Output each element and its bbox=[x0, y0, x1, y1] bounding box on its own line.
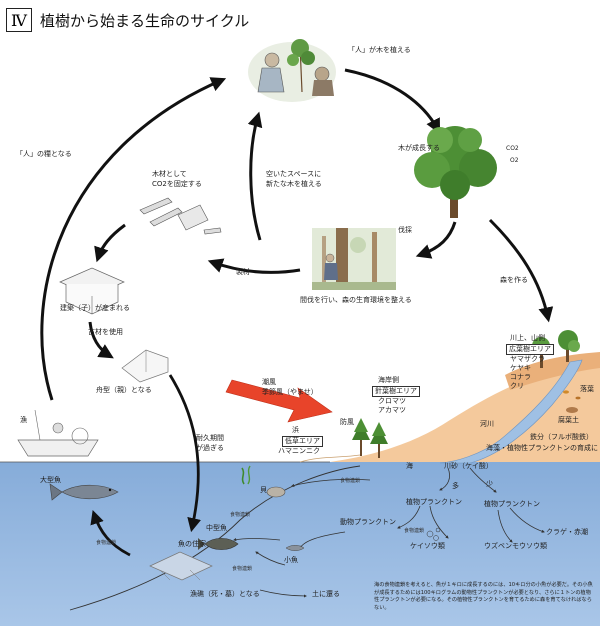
label-conifer-zone: 針葉樹エリア bbox=[372, 386, 420, 397]
label-humus: 腐葉土 bbox=[558, 416, 579, 424]
arrow-forest-makes bbox=[488, 218, 554, 323]
thinning-illustration bbox=[312, 228, 396, 290]
arrow-replant bbox=[247, 111, 263, 241]
arrow-to-build bbox=[94, 223, 126, 263]
label-food-chain-4: 食物連鎖 bbox=[232, 566, 253, 572]
conifer-trees bbox=[352, 418, 388, 458]
hillside bbox=[330, 362, 600, 462]
label-planting: 「人」が木を植える bbox=[348, 46, 411, 54]
label-jellyfish: クラゲ・赤潮 bbox=[546, 528, 588, 536]
label-food-chain-2: 食物連鎖 bbox=[230, 512, 251, 518]
label-forest-makes: 森を作る bbox=[500, 276, 528, 284]
arrow-lumber bbox=[207, 258, 301, 274]
mid-fish-illustration bbox=[198, 538, 239, 550]
timber-illustration bbox=[139, 197, 222, 235]
seaweed bbox=[241, 465, 251, 485]
label-few: 少 bbox=[486, 480, 493, 488]
river bbox=[439, 359, 583, 464]
label-fish-home: 魚の住家 bbox=[178, 540, 206, 548]
label-windbreak: 防風 bbox=[340, 418, 354, 426]
label-o2: O2 bbox=[510, 157, 519, 164]
building-illustration bbox=[59, 267, 125, 315]
label-broadleaf-zone: 広葉樹エリア bbox=[506, 344, 554, 355]
fishing-boat-illustration bbox=[17, 409, 99, 457]
label-lowgrass-zone: 低草エリア bbox=[282, 436, 323, 447]
boat-building-illustration bbox=[121, 349, 169, 383]
label-small-fish: 小魚 bbox=[284, 556, 298, 564]
wind-arrow bbox=[225, 379, 333, 423]
label-river: 河川 bbox=[480, 420, 494, 428]
tree-name-2: コナラ bbox=[510, 373, 531, 381]
label-many: 多 bbox=[452, 482, 459, 490]
diatom-illustration bbox=[426, 527, 441, 541]
label-sand: 川砂（ケイ酸） bbox=[444, 462, 493, 470]
label-nourish: 海藻・植物性プランクトンの育成に bbox=[486, 444, 598, 452]
reef-illustration bbox=[149, 551, 213, 581]
label-builds: 建築（子）が産まれる bbox=[60, 304, 130, 312]
small-fish-illustration bbox=[285, 545, 305, 551]
conifer-name-0: クロマツ bbox=[378, 397, 406, 405]
label-durability-2: が過ぎる bbox=[196, 444, 224, 452]
tree-name-1: ケヤキ bbox=[510, 364, 531, 372]
label-thinning: 間伐を行い、森の生育環境を整える bbox=[300, 296, 412, 304]
arrow-sea-to-bigfish bbox=[90, 510, 131, 557]
label-food-chain-1: 食物連鎖 bbox=[340, 478, 361, 484]
label-flagellates: ウズベンモウソウ類 bbox=[484, 542, 547, 550]
label-phyto-left: 植物プランクトン bbox=[406, 498, 462, 506]
label-wind-1: 潮風 bbox=[262, 378, 276, 386]
label-big-fish: 大型魚 bbox=[40, 476, 61, 484]
label-return-soil: 土に還る bbox=[312, 590, 340, 598]
label-replant-2: 新たな木を植える bbox=[266, 180, 322, 188]
tree-name-0: ヤマザクラ bbox=[510, 355, 545, 363]
title-number: Ⅳ bbox=[6, 8, 32, 32]
label-shallows-plant: ハマニンニク bbox=[278, 447, 320, 455]
tree-name-3: クリ bbox=[510, 382, 524, 390]
label-shallows: 浜 bbox=[292, 426, 299, 434]
label-replant-1: 空いたスペースに bbox=[266, 170, 322, 178]
label-upstream: 川上、山側 bbox=[510, 334, 545, 342]
title-text: 植樹から始まる生命のサイクル bbox=[40, 11, 250, 30]
title: Ⅳ 植樹から始まる生命のサイクル bbox=[6, 8, 249, 32]
label-human-food: 「人」の糧となる bbox=[16, 150, 72, 158]
shellfish bbox=[266, 486, 286, 498]
big-fish-illustration bbox=[49, 483, 119, 501]
explanatory-note: 海の食物連鎖を考えると、魚が１キロに成長するのには、10キロ分の小魚が必要だ。そ… bbox=[374, 582, 593, 611]
arrow-boat-to-sea bbox=[168, 374, 201, 533]
label-reuse: 古材を使用 bbox=[88, 328, 123, 336]
arrow-felling bbox=[415, 221, 457, 259]
label-timber-2: CO2を固定する bbox=[152, 180, 202, 188]
conifer-name-1: アカマツ bbox=[378, 406, 406, 414]
label-phyto-right: 植物プランクトン bbox=[484, 500, 540, 508]
seabed-line bbox=[69, 465, 361, 611]
label-felling: 伐採 bbox=[398, 226, 412, 234]
arrow-reuse bbox=[88, 321, 114, 359]
label-diatoms: ケイソウ類 bbox=[410, 542, 445, 550]
arrow-planting-to-growing bbox=[344, 68, 441, 134]
label-timber-1: 木材として bbox=[152, 170, 187, 178]
label-shellfish: 貝 bbox=[260, 486, 267, 494]
label-co2: CO2 bbox=[506, 145, 519, 152]
sea-area bbox=[0, 462, 600, 626]
label-mid-fish: 中型魚 bbox=[206, 524, 227, 532]
fallen-leaves bbox=[563, 390, 581, 413]
label-durability-1: 耐久期間 bbox=[196, 434, 224, 442]
label-zooplankton: 動物プランクトン bbox=[340, 518, 396, 526]
label-fisherman: 漁 bbox=[20, 416, 27, 424]
label-food-chain-3: 食物連鎖 bbox=[96, 540, 117, 546]
planting-illustration bbox=[248, 39, 336, 102]
arrow-human-food bbox=[40, 77, 227, 401]
mature-tree-illustration bbox=[414, 126, 497, 218]
label-food-chain-5: 食物連鎖 bbox=[404, 528, 425, 534]
label-growing: 木が成長する bbox=[398, 144, 440, 152]
label-reef: 漁礁（死・墓）となる bbox=[190, 590, 260, 598]
label-iron: 鉄分（フルボ酸鉄） bbox=[530, 433, 593, 441]
label-boat: 舟型（親）となる bbox=[96, 386, 152, 394]
label-wind-2: 季節風（やませ） bbox=[262, 388, 318, 396]
label-coast: 海岸側 bbox=[378, 376, 399, 384]
label-sea: 海 bbox=[406, 462, 413, 470]
label-fallen-leaves: 落葉 bbox=[580, 385, 594, 393]
label-lumber: 製材 bbox=[236, 268, 250, 276]
